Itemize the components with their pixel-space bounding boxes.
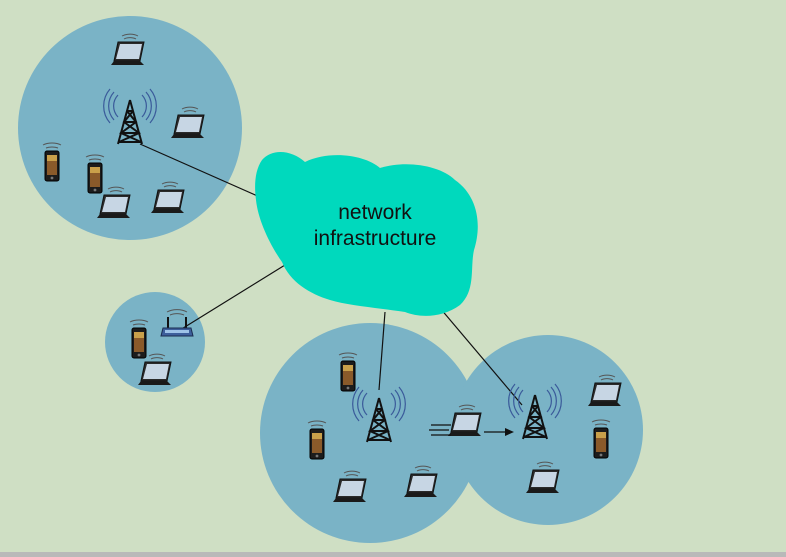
bottom-strip	[0, 552, 786, 557]
cloud-label-line1: network	[338, 201, 412, 224]
cell-top-left	[18, 16, 242, 240]
mobility-arrow	[429, 424, 514, 436]
cell-small-left	[105, 292, 205, 392]
cell-bottom-right	[453, 335, 643, 525]
network-infrastructure-cloud	[255, 151, 478, 316]
cloud-label-line2: infrastructure	[313, 227, 437, 250]
cloud-label: network infrastructure	[290, 200, 460, 252]
link-lines	[139, 143, 523, 406]
